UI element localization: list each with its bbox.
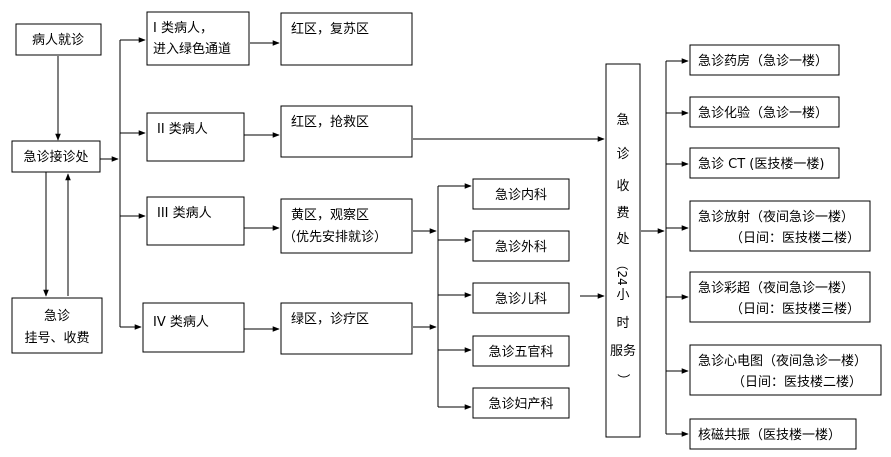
zone-node-2: 红区，抢救区 [280, 105, 413, 158]
zone-2-label: 红区，抢救区 [291, 114, 369, 130]
service-3-label: 急诊 CT (医技楼一楼) [698, 157, 824, 172]
service-4-line1: 急诊放射（夜间急诊一楼） [698, 209, 854, 225]
service-node-3: 急诊 CT (医技楼一楼) [689, 147, 840, 179]
service-2-label: 急诊化验（急诊一楼） [698, 105, 828, 121]
triage-1-line1: I 类病人， [153, 21, 213, 36]
cashier-char-4: 费 [616, 206, 629, 221]
service-node-2: 急诊化验（急诊一楼） [689, 96, 840, 128]
cashier-char-6: （24 [615, 258, 629, 285]
service-5-line2: （日间：医技楼三楼） [730, 302, 860, 317]
cashier-char-7: 小 [616, 288, 629, 303]
zone-node-3: 黄区，观察区 （优先安排就诊） [280, 198, 413, 254]
triage-node-3: III 类病人 [146, 196, 245, 246]
triage-3-label: III 类病人 [157, 206, 212, 221]
service-node-7: 核磁共振（医技楼一楼） [689, 418, 857, 450]
cashier-char-3: 收 [616, 179, 629, 194]
service-7-label: 核磁共振（医技楼一楼） [698, 428, 841, 443]
service-node-5: 急诊彩超（夜间急诊一楼） （日间：医技楼三楼） [689, 271, 871, 323]
department-node-1: 急诊内科 [472, 178, 570, 210]
department-1-label: 急诊内科 [495, 187, 547, 203]
department-4-label: 急诊五官科 [488, 344, 553, 360]
service-6-line2: （日间：医技楼二楼） [732, 375, 862, 390]
cashier-char-8: 时 [616, 316, 629, 331]
triage-1-line2: 进入绿色通道 [153, 41, 231, 57]
connectors [43, 37, 689, 437]
service-4-line2: （日间：医技楼二楼） [730, 231, 860, 246]
service-node-6: 急诊心电图（夜间急诊一楼） （日间：医技楼二楼） [689, 344, 882, 396]
patient-visit-label: 病人就诊 [32, 33, 84, 48]
department-node-2: 急诊外科 [472, 230, 570, 262]
registration-label-line2: 挂号、收费 [24, 331, 89, 346]
cashier-char-1: 急 [616, 113, 629, 128]
department-2-label: 急诊外科 [495, 240, 547, 255]
triage-node-4: IV 类病人 [142, 302, 245, 353]
reception-node: 急诊接诊处 [11, 140, 101, 173]
patient-visit-node: 病人就诊 [15, 23, 102, 56]
service-node-4: 急诊放射（夜间急诊一楼） （日间：医技楼二楼） [689, 200, 871, 252]
cashier-node: 急 诊 收 费 处 （24 小 时 服务 ） [605, 63, 641, 438]
reception-label: 急诊接诊处 [23, 149, 88, 165]
department-node-4: 急诊五官科 [472, 335, 570, 367]
triage-4-label: IV 类病人 [153, 315, 209, 330]
zone-4-label: 绿区，诊疗区 [291, 312, 369, 327]
triage-node-1: I 类病人， 进入绿色通道 [146, 11, 250, 66]
cashier-char-10: ） [615, 373, 630, 386]
triage-2-label: II 类病人 [157, 122, 208, 137]
triage-node-2: II 类病人 [146, 112, 245, 162]
service-1-label: 急诊药房（急诊一楼） [698, 53, 828, 69]
registration-label-line1: 急诊 [44, 309, 70, 324]
service-5-line1: 急诊彩超（夜间急诊一楼） [698, 281, 854, 296]
zone-1-label: 红区，复苏区 [291, 21, 369, 37]
zone-node-4: 绿区，诊疗区 [280, 302, 413, 355]
zone-3-line1: 黄区，观察区 [291, 208, 369, 223]
cashier-char-5: 处 [616, 232, 629, 247]
zone-3-line2: （优先安排就诊） [283, 230, 387, 245]
department-5-label: 急诊妇产科 [488, 396, 553, 412]
department-node-5: 急诊妇产科 [472, 387, 570, 419]
department-3-label: 急诊儿科 [495, 292, 547, 307]
service-node-1: 急诊药房（急诊一楼） [689, 44, 840, 76]
registration-node: 急诊 挂号、收费 [11, 297, 103, 354]
department-node-3: 急诊儿科 [472, 282, 570, 314]
service-6-line1: 急诊心电图（夜间急诊一楼） [698, 354, 867, 369]
cashier-char-9: 服务 [610, 343, 636, 359]
zone-node-1: 红区，复苏区 [280, 12, 413, 66]
cashier-char-2: 诊 [616, 147, 629, 162]
